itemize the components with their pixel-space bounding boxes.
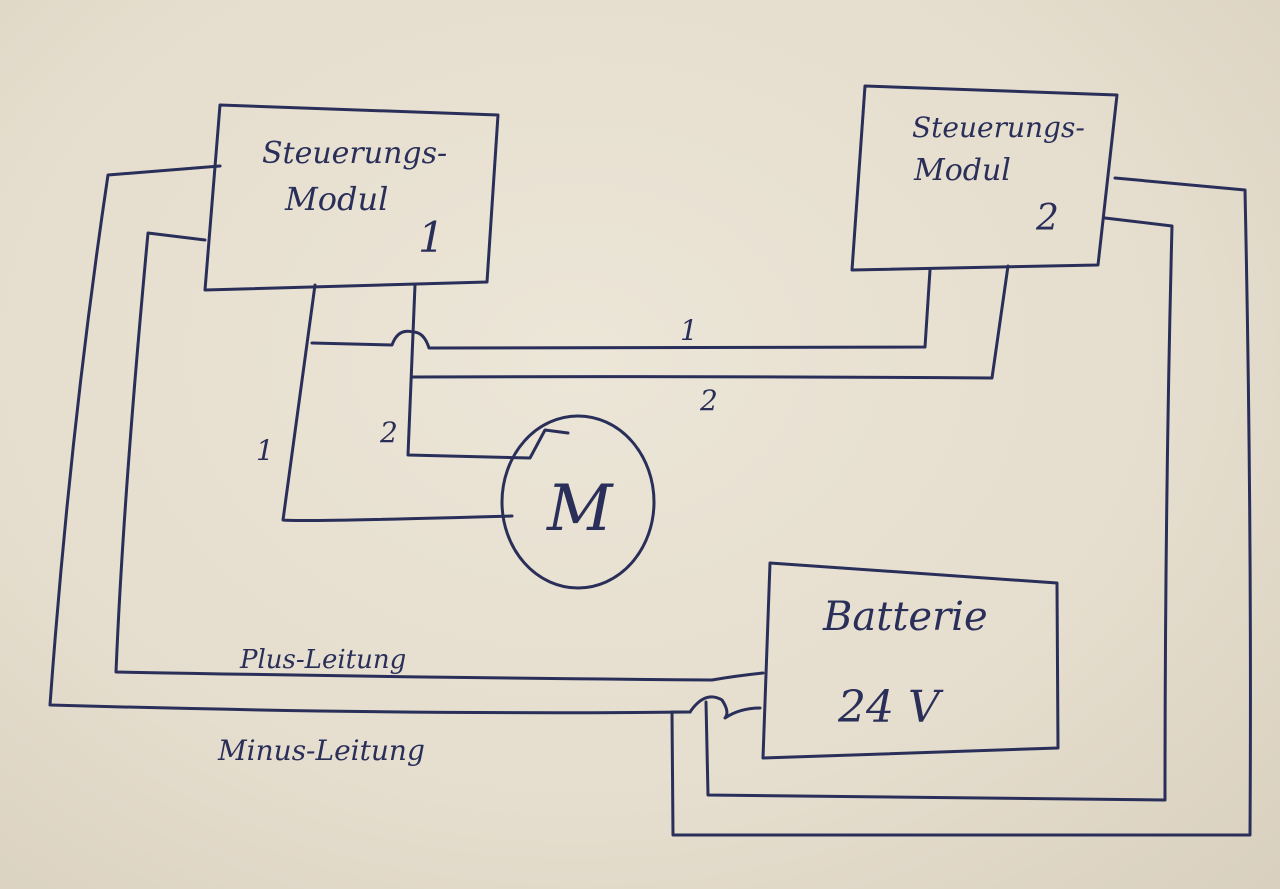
motor-wire-2 xyxy=(406,283,570,460)
control-module-1-number: 1 xyxy=(418,213,445,262)
minus-line-label: Minus-Leitung xyxy=(217,734,425,767)
motor-label: M xyxy=(546,472,614,546)
module2-outer-supply xyxy=(670,176,1252,837)
link-wire-2 xyxy=(411,264,1010,380)
plus-line xyxy=(114,231,714,682)
battery-minus-terminal xyxy=(688,695,762,720)
battery-box xyxy=(761,561,1060,760)
control-module-2-number: 2 xyxy=(1035,198,1059,239)
link-wire-1-label: 1 xyxy=(680,314,698,347)
link-wire-1 xyxy=(310,268,932,350)
link-wire-2-label: 2 xyxy=(699,384,718,417)
control-module-2-box xyxy=(850,84,1119,272)
battery-voltage: 24 V xyxy=(837,682,944,733)
control-module-2-line2: Modul xyxy=(913,153,1011,188)
minus-line xyxy=(48,164,692,715)
control-module-1-line2: Modul xyxy=(284,180,388,218)
battery-plus-terminal xyxy=(710,671,765,682)
plus-line-label: Plus-Leitung xyxy=(239,645,406,675)
control-module-1-line1: Steuerungs- xyxy=(262,136,447,171)
control-module-1-box xyxy=(203,103,500,292)
battery-name: Batterie xyxy=(822,594,988,640)
motor-wire-2-label: 2 xyxy=(379,416,398,449)
module2-inner-supply xyxy=(704,216,1174,802)
control-module-2-line1: Steuerungs- xyxy=(912,111,1085,144)
motor-wire-1 xyxy=(281,283,514,522)
motor-circle xyxy=(500,414,656,590)
motor-wire-1-label: 1 xyxy=(256,434,274,467)
